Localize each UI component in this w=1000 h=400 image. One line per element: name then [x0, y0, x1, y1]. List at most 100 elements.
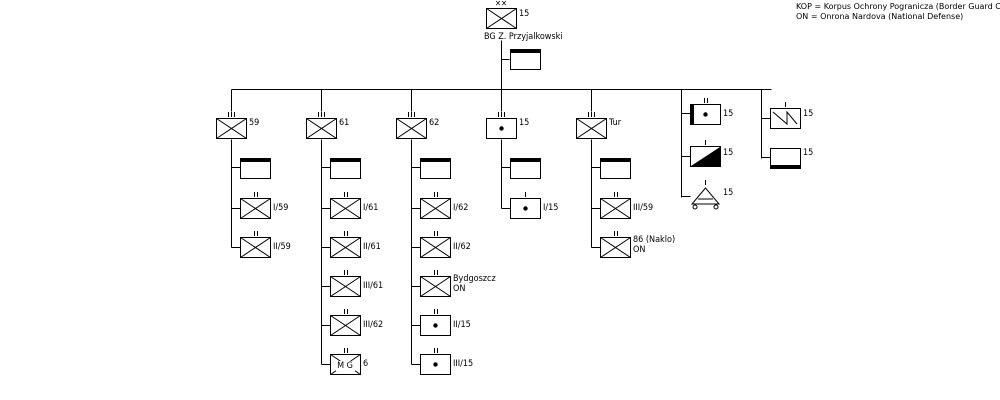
regiment-label: 59: [249, 118, 259, 128]
legend-line-on: ON = Onrona Nardova (National Defense): [796, 12, 964, 21]
headquarters-band: [240, 158, 271, 162]
regiment-staff-symbol: [510, 158, 541, 179]
unit-frame: [770, 108, 801, 129]
division-staff-symbol: [510, 49, 541, 70]
legend: KOP = Korpus Ochrony Pogranicza (Border …: [796, 2, 1000, 22]
cross-line: [240, 237, 271, 258]
regiment-symbol-Tur: [576, 112, 607, 139]
cross-line: [216, 118, 247, 139]
regiment-symbol-62: [396, 112, 427, 139]
mg-inner-label: M G: [337, 361, 353, 371]
cross-line: [576, 118, 607, 139]
battalion-label: II/62: [453, 242, 471, 252]
signal-label: 15: [803, 109, 813, 119]
legend-line-kop: KOP = Korpus Ochrony Pogranicza (Border …: [796, 2, 1000, 11]
regiment-label: 62: [429, 118, 439, 128]
battalion-label-sub: ON: [633, 245, 645, 255]
antitank-label: 15: [723, 148, 733, 158]
battalion-symbol: [600, 231, 631, 258]
dot-symbol: [523, 206, 528, 211]
regiment-symbol-15: [486, 112, 517, 139]
cross-line: [240, 198, 271, 219]
signal-unit-symbol: [770, 102, 801, 129]
triangle-symbol: [690, 187, 721, 205]
battalion-label: III/61: [363, 281, 383, 291]
antitank-unit-symbol: [690, 140, 721, 167]
supply-unit-symbol: [770, 148, 801, 169]
headquarters-band: [510, 158, 541, 162]
cross-line: [420, 237, 451, 258]
battalion-symbol: [330, 192, 361, 219]
battalion-label: 86 (Naklo): [633, 235, 675, 245]
battalion-label: II/15: [453, 320, 471, 330]
battalion-label: III/59: [633, 203, 653, 213]
cross-line: [330, 237, 361, 258]
battalion-symbol: [330, 231, 361, 258]
echelon-mark: ✕✕: [495, 0, 507, 8]
headquarters-band: [420, 158, 451, 162]
battalion-symbol: [420, 270, 451, 297]
regiment-label: 61: [339, 118, 349, 128]
battalion-symbol: [420, 309, 451, 336]
wheel-icon: [713, 204, 719, 210]
supply-label: 15: [803, 148, 813, 158]
dot-symbol: [433, 362, 438, 367]
cross-line: [420, 198, 451, 219]
dot-symbol: [703, 112, 708, 117]
engineer-unit-symbol: [690, 180, 721, 210]
signal-zigzag: [772, 110, 798, 126]
regiment-symbol-59: [216, 112, 247, 139]
dot-symbol: [433, 323, 438, 328]
regiment-label: Tur: [608, 118, 622, 128]
headquarters-band: [330, 158, 361, 162]
battalion-symbol: [240, 231, 271, 258]
battalion-label: III/62: [363, 320, 383, 330]
battalion-symbol: [420, 348, 451, 375]
battalion-label: I/61: [363, 203, 378, 213]
battalion-label: I/15: [543, 203, 558, 213]
battalion-symbol: [420, 192, 451, 219]
regiment-staff-symbol: [600, 158, 631, 179]
cross-line: [420, 276, 451, 297]
cross-line: [600, 198, 631, 219]
supply-band: [770, 165, 801, 169]
cross-line: [330, 276, 361, 297]
cross-line: [600, 237, 631, 258]
headquarters-band: [600, 158, 631, 162]
regiment-label: 15: [519, 118, 529, 128]
mg-label-bg: [336, 361, 355, 371]
cross-line: [486, 8, 517, 29]
regiment-staff-symbol: [330, 158, 361, 179]
division-number-label: 15: [519, 9, 529, 19]
battalion-symbol: [510, 192, 541, 219]
battalion-symbol: [330, 309, 361, 336]
battalion-label: I/59: [273, 203, 288, 213]
battalion-symbol: [600, 192, 631, 219]
engineer-label: 15: [723, 188, 733, 198]
headquarters-band: [510, 49, 541, 53]
regiment-staff-symbol: [240, 158, 271, 179]
battalion-label: Bydgoszcz: [453, 274, 496, 284]
regiment-symbol-61: [306, 112, 337, 139]
battalion-symbol: [330, 270, 361, 297]
artillery-label: 15: [723, 109, 733, 119]
wheel-icon: [692, 204, 698, 210]
battalion-label: I/62: [453, 203, 468, 213]
artillery-unit-symbol: [690, 98, 721, 125]
battalion-label: II/61: [363, 242, 381, 252]
cross-line: [330, 315, 361, 336]
battalion-symbol: [330, 348, 361, 375]
artillery-band: [690, 104, 694, 125]
connector-lines: [231, 40, 772, 365]
battalion-label: 6: [363, 359, 368, 369]
battalion-label: III/15: [453, 359, 473, 369]
dot-symbol: [499, 126, 504, 131]
cross-line: [396, 118, 427, 139]
battalion-label: II/59: [273, 242, 291, 252]
battalion-symbol: [240, 192, 271, 219]
antitank-wedge: [691, 147, 720, 166]
cross-line: [306, 118, 337, 139]
